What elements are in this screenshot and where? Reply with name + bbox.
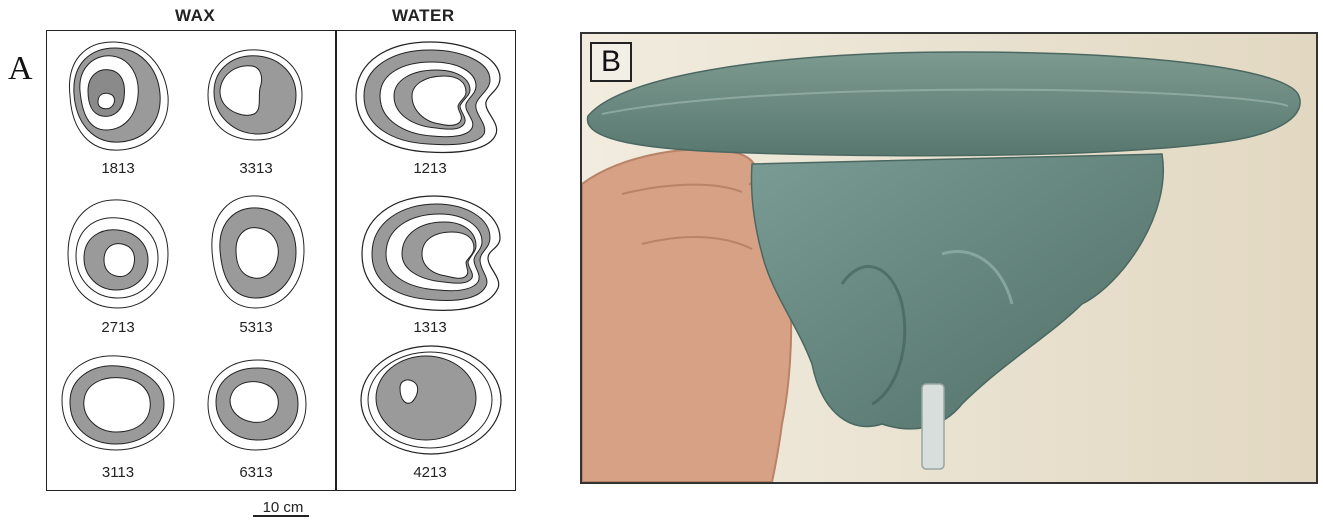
contour-plot-3113 xyxy=(56,350,178,458)
contour-plot-1313 xyxy=(356,190,506,316)
contour-plot-1213 xyxy=(350,38,506,156)
wax-water-divider xyxy=(335,30,337,491)
sample-label-4213: 4213 xyxy=(380,464,480,481)
sample-label-1313: 1313 xyxy=(380,319,480,336)
contour-plot-6313 xyxy=(200,354,312,456)
sample-label-6313: 6313 xyxy=(206,464,306,481)
contour-plot-3313 xyxy=(200,40,310,150)
contour-plot-2713 xyxy=(60,192,176,316)
feeder-tube xyxy=(922,384,944,469)
sample-label-2713: 2713 xyxy=(68,319,168,336)
contour-plot-5313 xyxy=(200,188,312,316)
sample-label-1813: 1813 xyxy=(68,160,168,177)
contour-plot-4213 xyxy=(356,342,506,458)
panel-a-letter: A xyxy=(8,50,33,88)
sample-label-1213: 1213 xyxy=(380,160,480,177)
sample-label-3313: 3313 xyxy=(206,160,306,177)
contour-plot-1813 xyxy=(60,36,176,156)
sample-label-3113: 3113 xyxy=(68,464,168,481)
scale-bar-line xyxy=(253,515,309,517)
wax-header: WAX xyxy=(175,6,215,26)
panel-b-letter: B xyxy=(590,42,632,82)
wax-cast-photo: B xyxy=(580,32,1318,484)
sample-label-5313: 5313 xyxy=(206,319,306,336)
scale-bar-label: 10 cm xyxy=(248,499,318,516)
water-header: WATER xyxy=(392,6,455,26)
